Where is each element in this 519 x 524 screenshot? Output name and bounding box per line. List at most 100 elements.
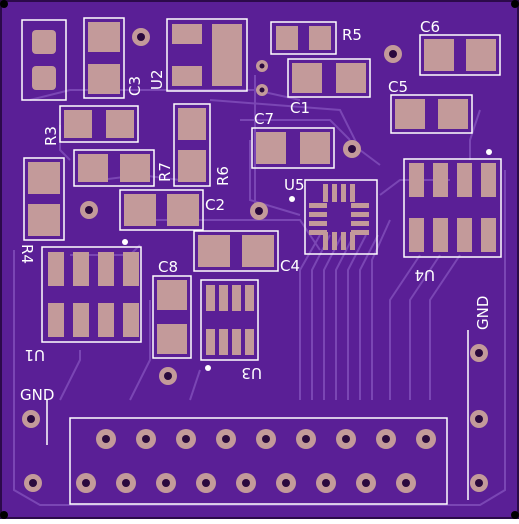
via bbox=[259, 87, 265, 93]
u5-pad bbox=[323, 232, 328, 250]
c4-pad bbox=[242, 235, 274, 267]
header-pin-hole bbox=[302, 435, 310, 443]
c7-outline bbox=[251, 127, 335, 169]
via bbox=[164, 372, 172, 380]
c5-pad bbox=[438, 99, 468, 129]
c1-pad bbox=[292, 63, 322, 93]
header-pin-hole bbox=[342, 435, 350, 443]
u4-pad bbox=[457, 163, 472, 197]
via bbox=[475, 479, 483, 487]
label-u4: U4 bbox=[414, 266, 435, 284]
c3-pad bbox=[88, 22, 120, 52]
pad-layer bbox=[28, 22, 496, 355]
label-r7: R7 bbox=[156, 162, 174, 182]
u3-pad bbox=[245, 329, 254, 355]
header-pin-hole bbox=[362, 479, 370, 487]
via bbox=[255, 207, 263, 215]
r3-pad bbox=[64, 110, 92, 138]
u5-pad bbox=[309, 221, 327, 226]
label-u5: U5 bbox=[284, 176, 305, 194]
u5-pad bbox=[309, 212, 327, 217]
u2-pad bbox=[212, 24, 242, 86]
u5-pad bbox=[351, 230, 369, 235]
label-c1: C1 bbox=[290, 99, 310, 117]
header-pin-hole bbox=[382, 435, 390, 443]
pin1-markers bbox=[122, 149, 492, 371]
c5-pad bbox=[395, 99, 425, 129]
u2-pad bbox=[172, 24, 202, 44]
label-c5: C5 bbox=[388, 78, 408, 96]
via bbox=[259, 63, 265, 69]
c6-outline bbox=[419, 34, 501, 76]
u5-pad bbox=[350, 232, 355, 250]
via bbox=[85, 206, 93, 214]
u1-pad bbox=[123, 252, 139, 286]
c6-pad bbox=[466, 39, 496, 71]
header-pin-hole bbox=[422, 435, 430, 443]
header-pin-hole bbox=[242, 479, 250, 487]
via bbox=[348, 145, 356, 153]
via bbox=[475, 415, 483, 423]
pin1-marker bbox=[205, 365, 211, 371]
u5-pad bbox=[332, 184, 337, 202]
r6-pad bbox=[178, 150, 206, 182]
u4-pad bbox=[457, 218, 472, 252]
via-layer bbox=[22, 28, 488, 492]
u3-pad bbox=[245, 285, 254, 311]
u5-pad bbox=[351, 212, 369, 217]
silkscreen-layer bbox=[21, 17, 502, 505]
r3-outline bbox=[59, 105, 139, 143]
c7-pad bbox=[300, 132, 330, 164]
connector-pad bbox=[32, 66, 56, 90]
board-corner-marker bbox=[511, 0, 519, 8]
c6-pad bbox=[424, 39, 454, 71]
r5-outline bbox=[270, 21, 337, 55]
board-corner-marker bbox=[0, 0, 8, 8]
u2-outline bbox=[166, 18, 248, 92]
r4-pad bbox=[28, 204, 60, 236]
header-outline bbox=[69, 417, 448, 505]
u3-pad bbox=[206, 285, 215, 311]
pin1-marker bbox=[289, 196, 295, 202]
header-pin-hole bbox=[102, 435, 110, 443]
label-c4: C4 bbox=[280, 257, 300, 275]
u4-pad bbox=[409, 163, 424, 197]
r7-pad bbox=[120, 154, 150, 182]
via bbox=[475, 349, 483, 357]
trace-layer bbox=[13, 75, 506, 506]
u1-outline bbox=[41, 246, 142, 343]
u1-pad bbox=[48, 303, 64, 337]
c4-outline bbox=[193, 230, 279, 272]
r7-outline bbox=[73, 149, 155, 187]
u3-pad bbox=[219, 329, 228, 355]
u1-pad bbox=[73, 303, 89, 337]
label-r4: R4 bbox=[18, 244, 36, 264]
label-gnd-right: GND bbox=[474, 296, 492, 330]
connector-pad bbox=[32, 30, 56, 54]
u4-pad bbox=[433, 218, 448, 252]
label-c6: C6 bbox=[420, 18, 440, 36]
header-pin-hole bbox=[322, 479, 330, 487]
r5-pad bbox=[276, 26, 298, 50]
c2-pad bbox=[124, 194, 156, 226]
r6-outline bbox=[173, 103, 211, 187]
u3-pad bbox=[206, 329, 215, 355]
u4-pad bbox=[481, 218, 496, 252]
board-corner-marker bbox=[511, 511, 519, 519]
c7-pad bbox=[256, 132, 286, 164]
via bbox=[27, 415, 35, 423]
u3-pad bbox=[232, 329, 241, 355]
header-pin-hole bbox=[262, 435, 270, 443]
header-pin-hole bbox=[82, 479, 90, 487]
c2-pad bbox=[167, 194, 199, 226]
c2-outline bbox=[119, 189, 204, 231]
u4-pad bbox=[409, 218, 424, 252]
u3-outline bbox=[200, 279, 259, 361]
c8-pad bbox=[157, 324, 187, 354]
label-c8: C8 bbox=[158, 258, 178, 276]
header-pin-row bbox=[76, 429, 436, 493]
c1-outline bbox=[287, 58, 371, 98]
u2-pad bbox=[172, 66, 202, 86]
